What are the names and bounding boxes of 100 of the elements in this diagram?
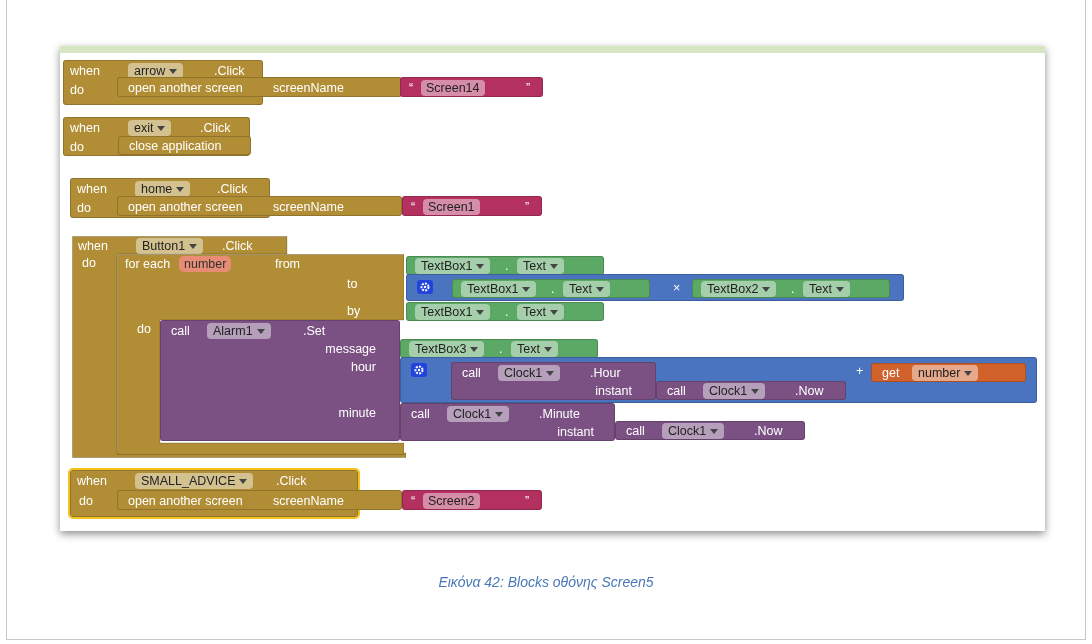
block-label: get: [882, 365, 900, 381]
call-block: [400, 403, 615, 441]
figure-caption: Εικόνα 42: Blocks οθόνης Screen5: [437, 574, 655, 590]
getter-block: [406, 302, 604, 321]
block-label: “: [411, 199, 416, 215]
block-label: screenName: [273, 199, 344, 215]
string-value: Screen1: [423, 199, 480, 215]
block-label: .Click: [217, 181, 248, 197]
event-block: [72, 236, 406, 458]
block-label: when: [77, 181, 107, 197]
block-label: .: [505, 258, 509, 274]
block-label: do: [77, 200, 91, 216]
dropdown-field: Clock1: [498, 365, 561, 381]
block-label: do: [70, 139, 84, 155]
variable-getter-block: [871, 363, 1026, 382]
statement-block: [117, 490, 402, 510]
block-label: do: [70, 82, 84, 98]
block-label: .: [505, 304, 509, 320]
block-label: “: [409, 80, 414, 96]
block-label: call: [411, 406, 430, 422]
dropdown-field: TextBox1: [415, 258, 491, 274]
block-label: .Hour: [590, 365, 621, 381]
event-block: [63, 117, 250, 156]
block-label: for each: [125, 256, 171, 272]
dropdown-field: home: [135, 181, 191, 197]
block-label: minute: [338, 405, 376, 421]
call-block: [615, 421, 805, 440]
string-value: Screen14: [421, 80, 485, 96]
block-label: .: [551, 281, 555, 297]
block-label: .Now: [795, 383, 824, 399]
block-label: .Click: [222, 238, 253, 254]
call-block: [451, 362, 656, 400]
string-value: Screen2: [423, 493, 480, 509]
block-label: screenName: [273, 80, 344, 96]
statement-block: [117, 196, 402, 216]
block-label: do: [79, 493, 93, 509]
block-label: .Click: [214, 63, 245, 79]
call-block: [160, 320, 400, 441]
block-label: do: [137, 321, 151, 337]
dropdown-field: TextBox3: [409, 341, 485, 357]
dropdown-field: Text: [511, 341, 558, 357]
block-label: close application: [129, 138, 222, 154]
dropdown-field: Text: [517, 258, 564, 274]
getter-block: [692, 279, 890, 298]
block-label: ×: [673, 280, 681, 296]
block-label: instant: [595, 383, 632, 399]
dropdown-field: Text: [517, 304, 564, 320]
dropdown-field: number: [912, 365, 979, 381]
dropdown-field: Clock1: [447, 406, 510, 422]
block-label: .Now: [754, 423, 783, 439]
call-block: [656, 381, 846, 400]
block-label: from: [275, 256, 300, 272]
block-label: “: [411, 493, 416, 509]
text-block: [402, 490, 542, 510]
block-label: call: [626, 423, 645, 439]
dropdown-field: Clock1: [662, 423, 725, 439]
text-block: [402, 196, 542, 216]
dropdown-field: TextBox2: [701, 281, 777, 297]
block-label: when: [70, 63, 100, 79]
text-block: [400, 77, 543, 97]
block-label: ”: [525, 493, 530, 509]
block-label: ”: [526, 80, 531, 96]
dropdown-field: TextBox1: [461, 281, 537, 297]
block-label: .Click: [200, 120, 231, 136]
block-label: do: [82, 255, 96, 271]
block-label: call: [667, 383, 686, 399]
block-label: open another screen: [128, 493, 243, 509]
block-label: message: [325, 341, 376, 357]
block-label: to: [347, 276, 358, 292]
variable-name: number: [179, 256, 232, 272]
dropdown-field: Button1: [136, 238, 204, 254]
dropdown-field: Clock1: [703, 383, 766, 399]
dropdown-field: Alarm1: [207, 323, 271, 339]
block-label: open another screen: [128, 199, 243, 215]
block-label: when: [78, 238, 108, 254]
block-label: screenName: [273, 493, 344, 509]
dropdown-field: Text: [563, 281, 610, 297]
math-block: [406, 274, 904, 301]
block-label: hour: [350, 359, 376, 375]
getter-block: [452, 279, 650, 298]
block-label: .: [791, 281, 795, 297]
block-label: .Click: [276, 473, 307, 489]
math-block: [400, 357, 1037, 403]
block-label: call: [171, 323, 190, 339]
block-label: .Minute: [539, 406, 580, 422]
dropdown-field: Text: [803, 281, 850, 297]
statement-block: [117, 77, 402, 97]
loop-block: [117, 254, 404, 455]
block-label: .Set: [303, 323, 326, 339]
dropdown-field: exit: [128, 120, 172, 136]
block-label: +: [856, 363, 864, 379]
block-label: call: [462, 365, 481, 381]
dropdown-field: TextBox1: [415, 304, 491, 320]
block-label: ”: [525, 199, 530, 215]
block-label: instant: [557, 424, 594, 440]
statement-block: [118, 136, 251, 155]
block-label: when: [77, 473, 107, 489]
block-label: open another screen: [128, 80, 243, 96]
block-label: .: [499, 341, 503, 357]
block-label: when: [70, 120, 100, 136]
